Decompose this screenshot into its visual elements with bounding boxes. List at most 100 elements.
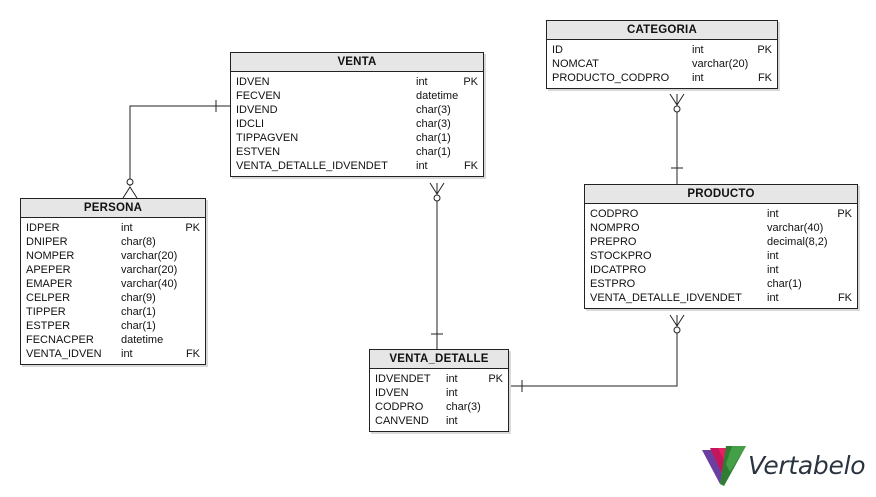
column-type: int — [416, 160, 428, 172]
column-key: FK — [757, 72, 772, 84]
column-name: IDCLI — [236, 118, 265, 130]
table-column-row: ESTPRO char(1) — [590, 277, 852, 291]
column-name: PREPRO — [590, 236, 637, 248]
column-name: TIPPAGVEN — [236, 132, 299, 144]
many-marker — [669, 314, 685, 327]
many-marker — [122, 186, 138, 199]
column-type: int — [767, 264, 779, 276]
column-type: char(1) — [121, 320, 156, 332]
column-name: EMAPER — [26, 278, 73, 290]
table-column-row: FECVEN datetime — [236, 89, 478, 103]
column-name: IDVENDET — [375, 373, 431, 385]
column-type: int — [416, 76, 428, 88]
optional-marker — [673, 326, 681, 334]
table-column-row: ESTPER char(1) — [26, 319, 200, 333]
table-column-row: TIPPER char(1) — [26, 305, 200, 319]
table-column-row: PREPRO decimal(8,2) — [590, 235, 852, 249]
table-title: PRODUCTO — [585, 185, 857, 204]
table-title: CATEGORIA — [547, 21, 777, 40]
column-name: IDVEN — [375, 387, 409, 399]
column-name: NOMPRO — [590, 222, 640, 234]
column-type: int — [446, 415, 458, 427]
many-marker — [429, 182, 445, 195]
column-key: PK — [757, 44, 772, 56]
optional-marker — [126, 178, 134, 186]
column-type: int — [767, 250, 779, 262]
table-column-row: ESTVEN char(1) — [236, 145, 478, 159]
table-column-row: IDVEN int PK — [236, 75, 478, 89]
column-type: char(8) — [121, 236, 156, 248]
column-type: int — [121, 348, 133, 360]
column-type: datetime — [416, 90, 459, 102]
relationship-line — [507, 315, 678, 387]
relationship-line — [129, 105, 230, 186]
column-type: char(3) — [416, 104, 451, 116]
column-type: varchar(20) — [121, 264, 178, 276]
table-title: PERSONA — [21, 199, 205, 218]
optional-marker — [433, 194, 441, 202]
column-name: CELPER — [26, 292, 71, 304]
table-column-row: IDVEN int — [375, 386, 503, 400]
column-key: PK — [185, 222, 200, 234]
column-type: char(3) — [446, 401, 481, 413]
column-type: char(1) — [121, 306, 156, 318]
column-name: NOMCAT — [552, 58, 599, 70]
column-type: char(1) — [416, 146, 451, 158]
column-type: int — [121, 222, 133, 234]
column-name: APEPER — [26, 264, 71, 276]
column-type: int — [767, 208, 779, 220]
column-name: VENTA_DETALLE_IDVENDET — [590, 292, 742, 304]
column-name: ESTPRO — [590, 278, 636, 290]
table-title: VENTA — [231, 53, 483, 72]
column-key: FK — [463, 160, 478, 172]
table-title: VENTA_DETALLE — [370, 350, 508, 369]
column-name: FECVEN — [236, 90, 281, 102]
column-key: FK — [185, 348, 200, 360]
column-type: char(1) — [767, 278, 802, 290]
column-name: IDCATPRO — [590, 264, 647, 276]
column-type: int — [692, 44, 704, 56]
optional-marker — [673, 105, 681, 113]
column-type: decimal(8,2) — [767, 236, 828, 248]
column-key: PK — [488, 373, 503, 385]
column-type: int — [692, 72, 704, 84]
table-column-row: APEPER varchar(20) — [26, 263, 200, 277]
many-marker — [669, 93, 685, 106]
vertabelo-logo-text: Vertabelo — [748, 451, 866, 480]
column-name: IDVEN — [236, 76, 270, 88]
vertabelo-logo — [702, 446, 746, 486]
column-name: CODPRO — [590, 208, 639, 220]
column-type: varchar(20) — [121, 250, 178, 262]
column-name: ESTPER — [26, 320, 71, 332]
column-type: int — [446, 387, 458, 399]
column-name: FECNACPER — [26, 334, 94, 346]
column-name: TIPPER — [26, 306, 66, 318]
column-key: PK — [463, 76, 478, 88]
column-name: ESTVEN — [236, 146, 281, 158]
